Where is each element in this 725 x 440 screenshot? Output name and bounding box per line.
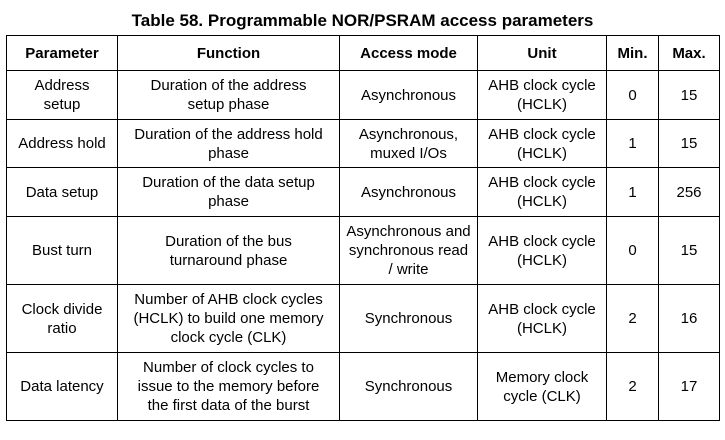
cell-text: Data latency [20,378,104,395]
cell-access-mode: Asynchronous and synchronous read / writ… [339,216,478,285]
cell-min: 2 [606,284,659,353]
cell-unit: AHB clock cycle (HCLK) [477,216,607,285]
cell-max: 15 [658,70,720,120]
cell-unit: Memory clock cycle (CLK) [477,352,607,421]
table-row: Bust turn Duration of the bus turnaround… [6,216,720,285]
column-header-min: Min. [606,35,659,71]
cell-parameter: Address hold [6,119,118,168]
cell-text: Synchronous [364,378,453,395]
cell-unit: AHB clock cycle (HCLK) [477,119,607,168]
cell-unit: AHB clock cycle (HCLK) [477,70,607,120]
cell-text: Duration of the bus turnaround phase [165,232,292,269]
cell-text: Asynchronous [360,86,457,104]
cell-text: AHB clock cycle (HCLK) [488,232,596,269]
table-header-row: Parameter Function Access mode Unit Min.… [6,35,720,71]
cell-text: Duration of the address hold phase [134,125,323,162]
cell-parameter: Bust turn [6,216,118,285]
cell-parameter: Data latency [6,352,118,421]
cell-text: Duration of the address setup phase [150,77,307,113]
cell-function: Duration of the address setup phase [117,70,340,120]
column-header-function: Function [117,35,340,71]
cell-text: Address setup [34,77,90,113]
cell-text: Asynchronous [360,183,457,201]
cell-text: Synchronous [364,310,453,327]
cell-parameter: Clock divide ratio [6,284,118,353]
cell-text: Duration of the data setup phase [142,174,315,210]
cell-text: Asynchronous, muxed I/Os [358,125,459,162]
cell-max: 256 [658,167,720,217]
cell-text: Clock divide ratio [21,300,103,337]
cell-min: 0 [606,70,659,120]
table-row: Data latency Number of clock cycles to i… [6,352,720,421]
cell-text: Asynchronous and synchronous read / writ… [346,223,471,278]
cell-max: 17 [658,352,720,421]
cell-min: 1 [606,167,659,217]
column-header-parameter: Parameter [6,35,118,71]
cell-min: 1 [606,119,659,168]
cell-access-mode: Asynchronous [339,70,478,120]
cell-text: Number of AHB clock cycles (HCLK) to bui… [133,291,324,346]
table-caption: Table 58. Programmable NOR/PSRAM access … [131,11,594,30]
cell-function: Number of clock cycles to issue to the m… [117,352,340,421]
column-header-access-mode: Access mode [339,35,478,71]
cell-access-mode: Synchronous [339,284,478,353]
cell-parameter: Data setup [6,167,118,217]
cell-access-mode: Asynchronous [339,167,478,217]
cell-function: Duration of the data setup phase [117,167,340,217]
cell-text: AHB clock cycle (HCLK) [488,174,596,210]
cell-access-mode: Asynchronous, muxed I/Os [339,119,478,168]
cell-parameter: Address setup [6,70,118,120]
cell-text: Memory clock cycle (CLK) [495,368,589,405]
cell-function: Duration of the bus turnaround phase [117,216,340,285]
cell-unit: AHB clock cycle (HCLK) [477,284,607,353]
cell-max: 15 [658,216,720,285]
cell-text: Bust turn [31,242,93,259]
cell-max: 16 [658,284,720,353]
cell-min: 2 [606,352,659,421]
nor-psram-parameters-table: Parameter Function Access mode Unit Min.… [6,35,720,421]
cell-function: Duration of the address hold phase [117,119,340,168]
cell-text: AHB clock cycle (HCLK) [488,125,596,162]
cell-text: Address hold [18,135,106,152]
cell-text: AHB clock cycle (HCLK) [488,300,596,337]
cell-max: 15 [658,119,720,168]
cell-min: 0 [606,216,659,285]
column-header-max: Max. [658,35,720,71]
cell-text: Number of clock cycles to issue to the m… [137,359,320,414]
cell-function: Number of AHB clock cycles (HCLK) to bui… [117,284,340,353]
cell-unit: AHB clock cycle (HCLK) [477,167,607,217]
cell-text: AHB clock cycle (HCLK) [488,77,596,113]
table-row: Address hold Duration of the address hol… [6,119,720,168]
cell-access-mode: Synchronous [339,352,478,421]
cell-text: Data setup [25,183,99,201]
table-row: Clock divide ratio Number of AHB clock c… [6,284,720,353]
table-row: Address setup Duration of the address se… [6,70,720,120]
table-row: Data setup Duration of the data setup ph… [6,167,720,217]
column-header-unit: Unit [477,35,607,71]
